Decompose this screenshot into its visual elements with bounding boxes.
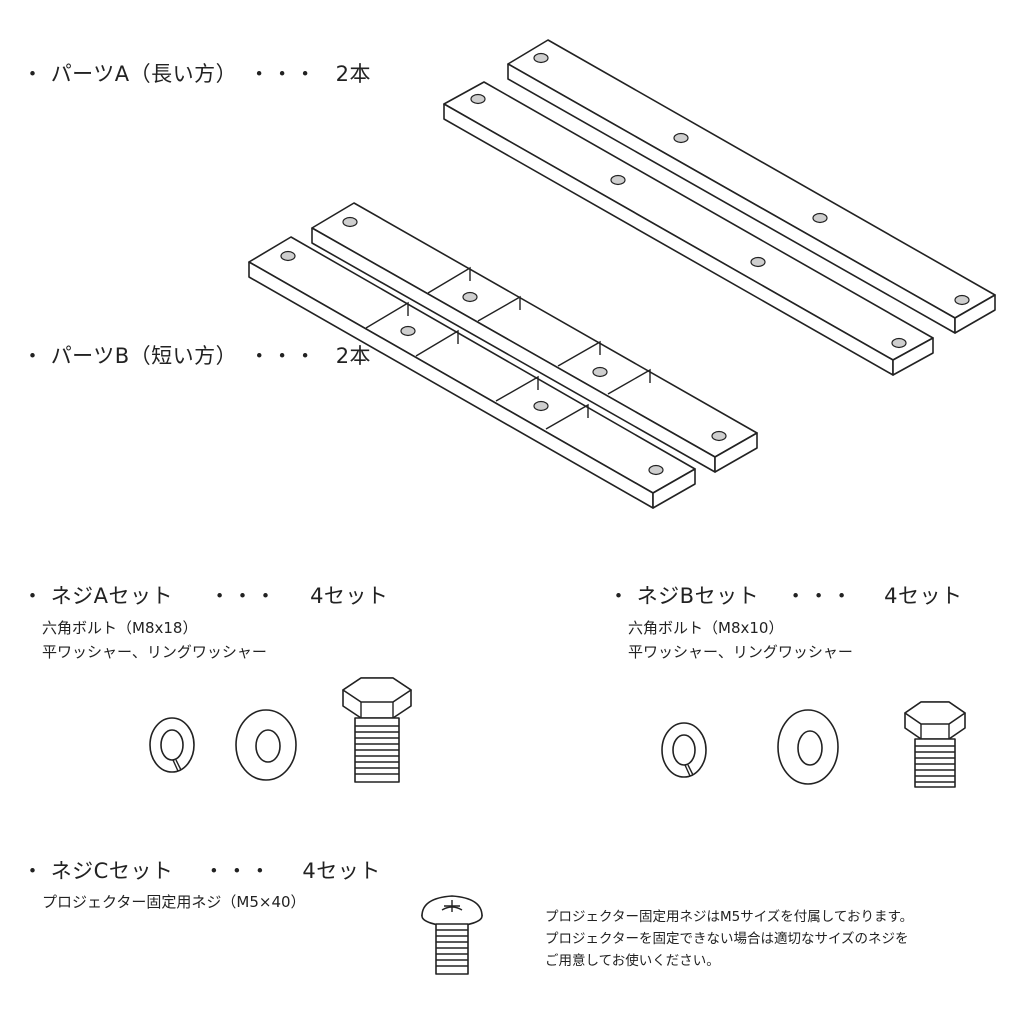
screw-c-dots: ・・・	[203, 859, 273, 883]
screw-a-dots: ・・・	[209, 584, 279, 608]
screw-note: プロジェクター固定用ネジはM5サイズを付属しております。 プロジェクターを固定で…	[545, 906, 913, 972]
parts-a-dots: ・・・	[248, 62, 318, 86]
screw-a-bolt-spec: 六角ボルト（M8x18）	[42, 619, 198, 637]
screw-b-bolt-spec: 六角ボルト（M8x10）	[628, 619, 784, 637]
screw-a-details: 六角ボルト（M8x18） 平ワッシャー、リングワッシャー	[42, 616, 267, 664]
note-line-2: プロジェクターを固定できない場合は適切なサイズのネジを	[545, 931, 909, 947]
hex-bolt-icon	[342, 677, 412, 783]
flat-washer-icon	[777, 709, 839, 785]
parts-a-label: パーツA（長い方） ・・・ 2本	[22, 58, 371, 88]
parts-a-qty: 2本	[335, 62, 372, 86]
note-line-1: プロジェクター固定用ネジはM5サイズを付属しております。	[545, 909, 914, 925]
parts-b-name: パーツB（短い方）	[50, 344, 227, 368]
screw-a-washer-spec: 平ワッシャー、リングワッシャー	[42, 643, 267, 661]
screw-a-qty: 4セット	[310, 584, 389, 608]
screw-c-qty: 4セット	[302, 859, 381, 883]
pan-head-screw-icon	[421, 895, 483, 975]
parts-b-dots: ・・・	[248, 344, 318, 368]
hex-bolt-icon	[904, 701, 966, 788]
parts-b-label: パーツB（短い方） ・・・ 2本	[22, 340, 371, 370]
spring-washer-icon	[661, 722, 707, 778]
screw-a-name: ネジAセット	[50, 584, 174, 608]
screw-b-label: ネジBセット ・・・ 4セット	[608, 580, 962, 610]
note-line-3: ご用意してお使いください。	[545, 953, 720, 969]
screw-b-details: 六角ボルト（M8x10） 平ワッシャー、リングワッシャー	[628, 616, 853, 664]
spring-washer-icon	[149, 717, 195, 773]
parts-a-name: パーツA（長い方）	[50, 62, 227, 86]
screw-b-washer-spec: 平ワッシャー、リングワッシャー	[628, 643, 853, 661]
screw-b-dots: ・・・	[785, 584, 855, 608]
parts-b-qty: 2本	[335, 344, 372, 368]
screw-b-name: ネジBセット	[636, 584, 760, 608]
screw-c-name: ネジCセット	[50, 859, 174, 883]
flat-washer-icon	[235, 709, 297, 781]
screw-c-details: プロジェクター固定用ネジ（M5×40）	[42, 890, 306, 914]
screw-c-spec: プロジェクター固定用ネジ（M5×40）	[42, 893, 306, 911]
screw-c-label: ネジCセット ・・・ 4セット	[22, 855, 381, 885]
screw-b-qty: 4セット	[884, 584, 963, 608]
screw-a-label: ネジAセット ・・・ 4セット	[22, 580, 388, 610]
